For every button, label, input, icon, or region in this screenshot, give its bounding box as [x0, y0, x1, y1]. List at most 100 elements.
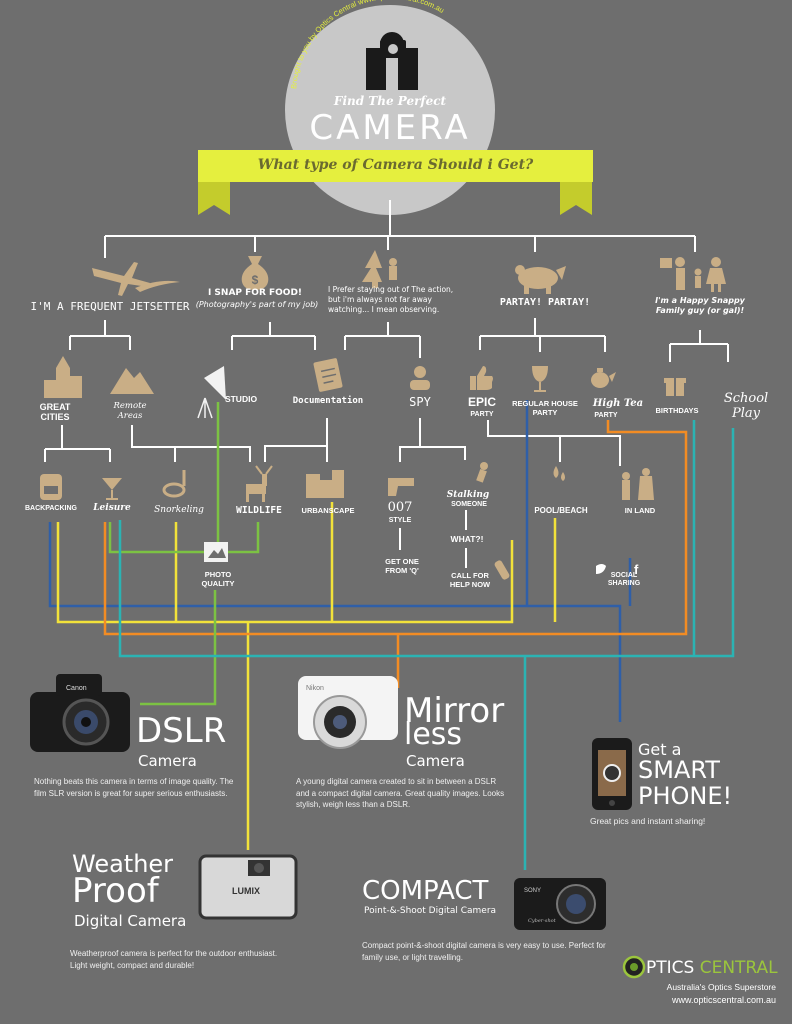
- camera-title: CAMERA: [309, 108, 471, 148]
- category-family: I'm a Happy Snappy Family guy (or gal)!: [655, 296, 745, 316]
- spy-icon: [410, 366, 430, 390]
- mirrorless-sub: Camera: [406, 752, 465, 770]
- node-documentation: Documentation: [292, 396, 364, 406]
- weather-desc: Weatherproof camera is perfect for the o…: [70, 949, 278, 970]
- mirrorless-camera-image: [298, 676, 398, 749]
- category-partay: PARTAY! PARTAY!: [499, 297, 591, 308]
- gift-icon: [664, 378, 686, 396]
- blue-line: [48, 400, 632, 722]
- node-high-tea: High Tea: [592, 398, 644, 409]
- category-observer: I Prefer staying out of The action, but …: [328, 285, 454, 314]
- yellow-line: [56, 502, 557, 850]
- find-perfect-text: Find The Perfect: [333, 94, 447, 108]
- node-stalking: Stalking: [446, 490, 490, 500]
- airplane-icon: [92, 262, 180, 296]
- dslr-desc: Nothing beats this camera in terms of im…: [34, 777, 234, 798]
- node-leisure: Leisure: [93, 503, 131, 513]
- node-epic: EPIC: [467, 395, 496, 409]
- stalker-icon: [476, 462, 488, 483]
- node-studio: STUDIO: [224, 394, 258, 404]
- smartphone-image: [592, 738, 632, 810]
- node-high-tea-party: PARTY: [594, 412, 618, 419]
- compact-title: COMPACT: [362, 876, 489, 906]
- optics-central-logo: [622, 955, 646, 979]
- compact-camera-image: [514, 878, 606, 930]
- smartphone-pre: Get a: [638, 740, 682, 759]
- mirrorless-desc: A young digital camera created to sit in…: [296, 777, 505, 810]
- people-inland-icon: [622, 468, 654, 500]
- node-school-play: School Play: [723, 391, 769, 421]
- node-urbanscape: URBANSCAPE: [301, 506, 355, 515]
- footer-brand: PTICS CENTRAL: [646, 958, 778, 978]
- phone-call-icon: [494, 560, 510, 580]
- buildings-icon: [306, 470, 344, 498]
- node-what: WHAT?!: [450, 534, 484, 544]
- banner-question: What type of Camera Should i Get?: [257, 157, 534, 173]
- svg-text:$: $: [252, 273, 259, 287]
- node-get-one-q: GET ONE FROM 'Q': [385, 557, 419, 575]
- weather-line-2: Proof: [72, 871, 159, 911]
- mirrorless-title-1: Mirror: [404, 691, 505, 731]
- node-007-style: STYLE: [388, 517, 412, 524]
- twitter-icon: [596, 564, 606, 574]
- node-007: 007: [387, 500, 413, 515]
- node-pool-beach: POOL/BEACH: [534, 506, 588, 515]
- teapot-icon: [591, 368, 616, 388]
- tree-white-lines: [44, 200, 729, 568]
- category-food-title: I SNAP FOR FOOD!: [207, 288, 303, 298]
- footer-url[interactable]: www.opticscentral.com.au: [671, 995, 776, 1005]
- clipboard-icon: [313, 358, 343, 392]
- node-call-help: CALL FOR HELP NOW: [449, 571, 491, 589]
- banner-shape: [198, 150, 593, 215]
- backpack-icon: [40, 474, 62, 500]
- weatherproof-camera-image: [198, 854, 298, 920]
- facebook-icon: f: [634, 562, 639, 577]
- dslr-brand-text: Canon: [66, 685, 87, 692]
- node-spy: SPY: [409, 395, 431, 409]
- snorkel-icon: [162, 470, 186, 498]
- compact-model-text: Cyber-shot: [528, 918, 557, 924]
- mirrorless-brand-text: Nikon: [306, 685, 324, 692]
- city-icon: [44, 356, 82, 398]
- node-regular-house-party: REGULAR HOUSE PARTY: [512, 399, 578, 417]
- smartphone-line-2: PHONE!: [638, 782, 733, 810]
- dslr-sub: Camera: [138, 752, 197, 770]
- weather-sub: Digital Camera: [74, 912, 187, 930]
- node-photo-quality: PHOTO QUALITY: [201, 570, 235, 588]
- node-someone: SOMEONE: [451, 501, 487, 508]
- node-great-cities: GREAT CITIES: [39, 402, 71, 423]
- dslr-camera-image: [30, 674, 130, 752]
- pig-icon: [515, 265, 566, 294]
- footer-brand-central: CENTRAL: [699, 958, 778, 978]
- node-wildlife: WILDLIFE: [236, 505, 282, 516]
- teal-line: [118, 420, 735, 870]
- compact-sub: Point-&-Shoot Digital Camera: [364, 906, 497, 916]
- category-jetsetter: I'M A FREQUENT JETSETTER: [30, 300, 190, 313]
- mirrorless-title-2: less: [404, 717, 463, 752]
- node-epic-party: PARTY: [470, 411, 494, 418]
- orange-line: [103, 420, 688, 688]
- photo-icon: [204, 542, 228, 562]
- mountain-icon: [110, 368, 154, 394]
- node-social-sharing: SOCIAL SHARING: [607, 572, 641, 588]
- studio-light-icon: [197, 366, 226, 419]
- green-line: [108, 402, 260, 706]
- gun-icon: [388, 478, 414, 496]
- node-remote-areas: Remote Areas: [113, 401, 147, 421]
- dslr-title: DSLR: [136, 711, 227, 751]
- smartphone-line-1: SMART: [638, 756, 720, 784]
- family-icon: [660, 257, 726, 292]
- footer-tagline: Australia's Optics Superstore: [666, 982, 776, 992]
- footer-brand-optics: PTICS: [646, 958, 695, 978]
- smartphone-desc: Great pics and instant sharing!: [590, 816, 706, 826]
- weather-line-1: Weather: [72, 850, 174, 878]
- water-drops-icon: [553, 466, 565, 481]
- wine-glass-icon: [532, 366, 548, 392]
- category-food-sub: (Photography's part of my job): [195, 300, 319, 309]
- deer-icon: [246, 465, 273, 502]
- node-in-land: IN LAND: [624, 506, 656, 515]
- node-snorkeling: Snorkeling: [154, 505, 204, 515]
- cocktail-icon: [102, 478, 122, 500]
- node-backpacking: BACKPACKING: [25, 505, 77, 512]
